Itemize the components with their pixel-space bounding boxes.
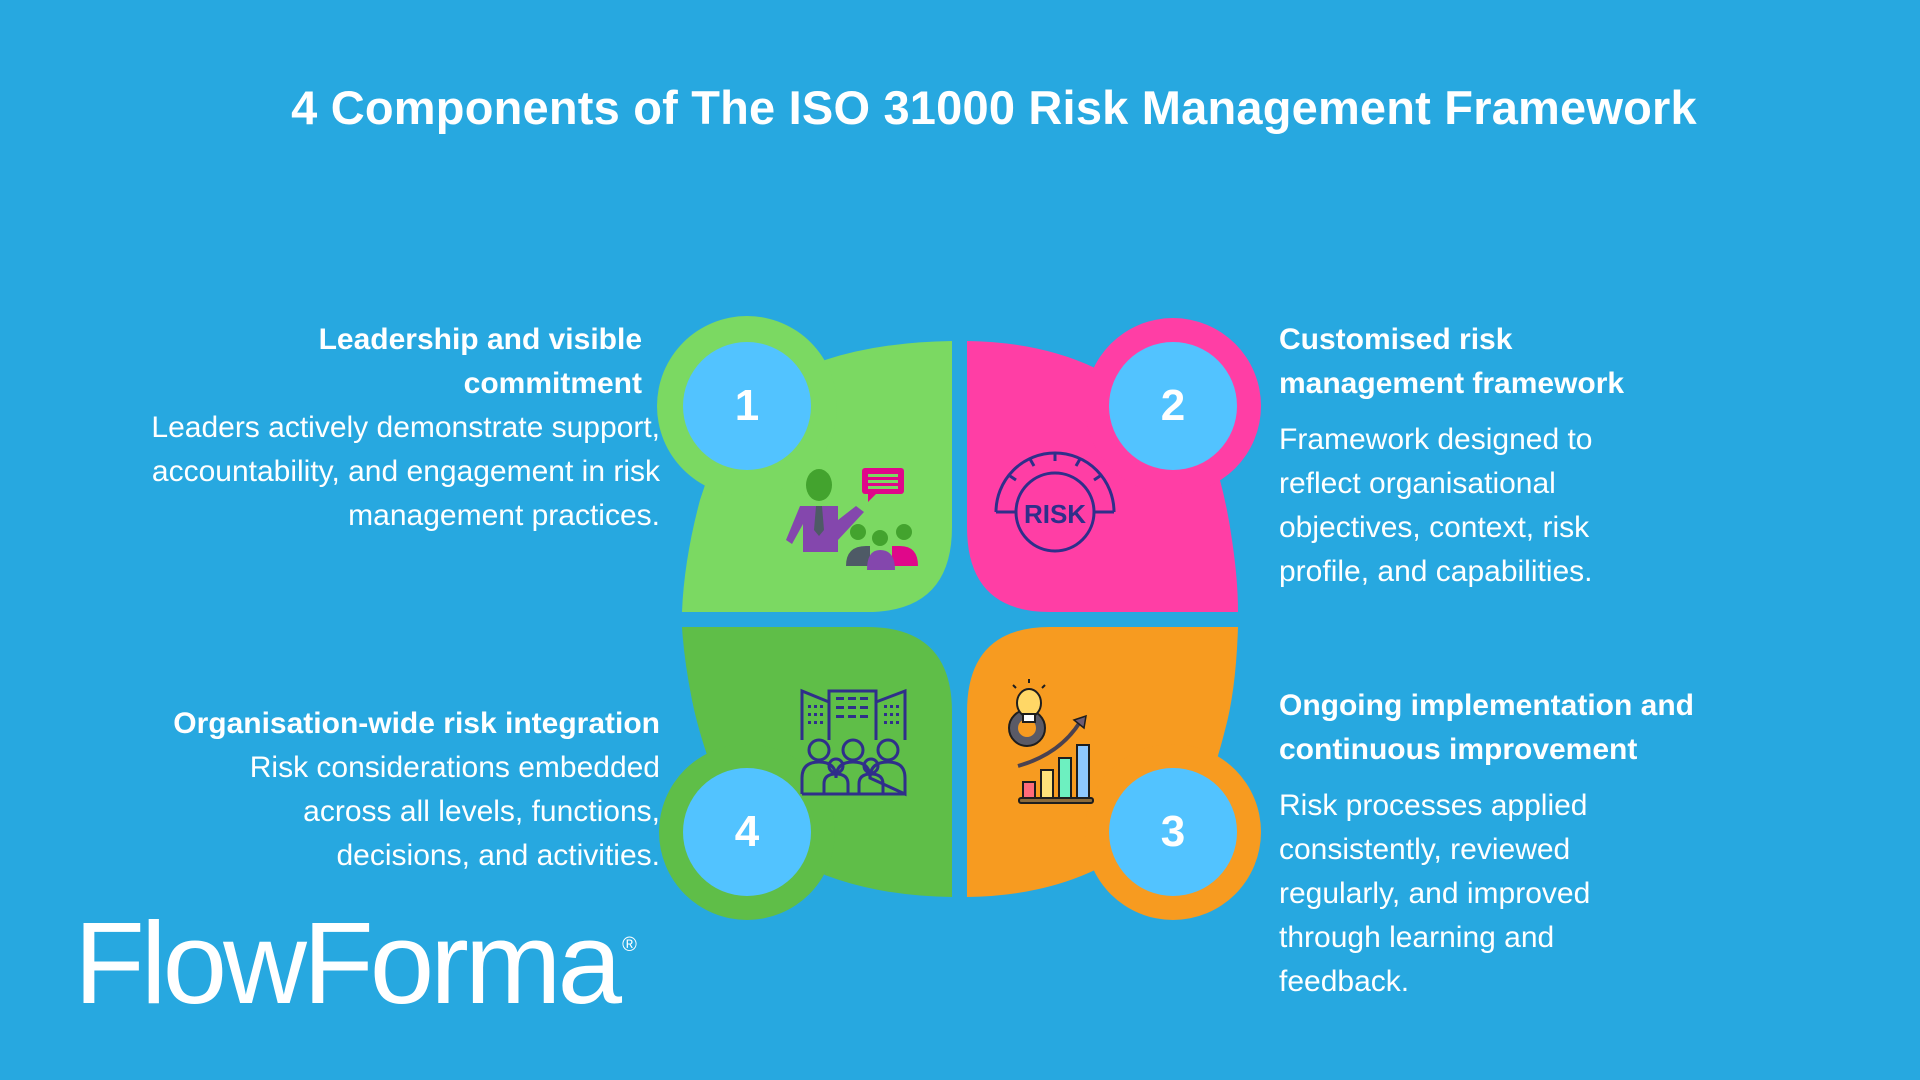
flowforma-logo: FlowForma® (74, 905, 637, 1021)
component-3-heading: Ongoing implementation and continuous im… (1279, 689, 1694, 766)
component-1-heading: Leadership and visible commitment (318, 323, 642, 400)
registered-mark: ® (622, 934, 637, 956)
component-2-text: Customised risk management framework Fra… (1279, 318, 1739, 594)
component-1-description: Leaders actively demonstrate support, ac… (151, 411, 660, 532)
svg-text:RISK: RISK (1024, 499, 1086, 529)
lightbulb-gear-growth-chart-icon (1008, 679, 1094, 804)
component-1-text: Leadership and visible commitment Leader… (40, 318, 660, 538)
logo-wordmark: FlowForma (74, 898, 622, 1028)
component-3-text: Ongoing implementation and continuous im… (1279, 684, 1759, 1004)
number-badge-2: 2 (1160, 381, 1186, 430)
number-badge-4: 4 (734, 807, 760, 856)
component-4-description: Risk considerations embedded across all … (249, 751, 660, 872)
presenter-audience-icon (786, 468, 918, 570)
risk-gauge-icon: RISK (994, 451, 1116, 553)
number-badge-3: 3 (1160, 807, 1186, 856)
component-2-description: Framework designed to reflect organisati… (1279, 423, 1593, 588)
component-4-heading: Organisation-wide risk integration (173, 707, 660, 740)
number-badge-1: 1 (734, 381, 760, 430)
buildings-people-icon (800, 688, 907, 797)
component-4-text: Organisation-wide risk integration Risk … (40, 702, 660, 878)
component-2-heading: Customised risk management framework (1279, 323, 1625, 400)
component-3-description: Risk processes applied consistently, rev… (1279, 789, 1591, 998)
page-title: 4 Components of The ISO 31000 Risk Manag… (291, 81, 1697, 134)
